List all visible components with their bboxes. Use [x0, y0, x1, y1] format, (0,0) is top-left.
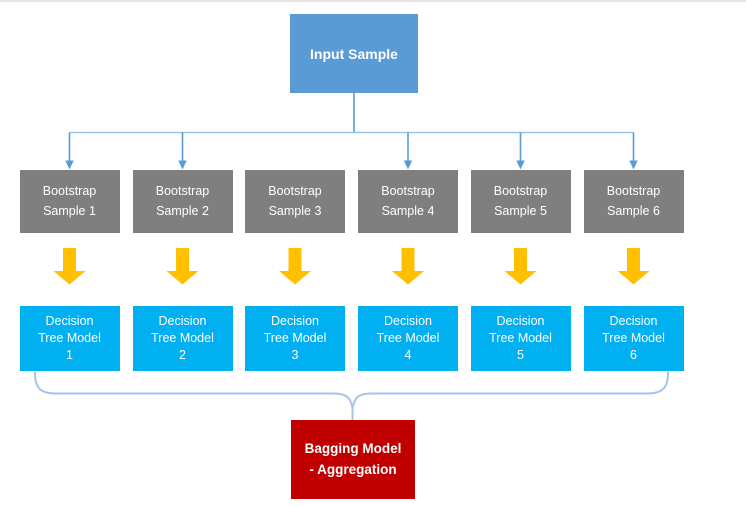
bootstrap-sample-label: Bootstrap Sample 1 [42, 184, 97, 218]
brace-icon [34, 371, 669, 421]
input-sample-box: Input Sample [290, 14, 418, 93]
down-arrow-icon-4 [392, 248, 424, 285]
decision-tree-label: Decision Tree Model 6 [602, 314, 665, 362]
decision-tree-label: Decision Tree Model 4 [376, 314, 440, 362]
down-arrow-icon-2 [166, 248, 199, 285]
bootstrap-sample-box-6: Bootstrap Sample 6 [583, 170, 684, 233]
down-arrow-icon-5 [504, 248, 537, 285]
decision-tree-label: Decision Tree Model 3 [263, 314, 327, 362]
decision-tree-box-6: Decision Tree Model 6 [583, 306, 684, 371]
down-arrow-icon-1 [53, 248, 86, 285]
decision-tree-box-1: Decision Tree Model 1 [19, 306, 120, 371]
drop-arrowhead-icon-6 [628, 131, 639, 171]
bootstrap-sample-box-5: Bootstrap Sample 5 [470, 170, 571, 233]
down-arrow-icon-6 [617, 248, 650, 285]
decision-tree-box-4: Decision Tree Model 4 [358, 306, 458, 371]
decision-tree-label: Decision Tree Model 5 [489, 314, 552, 362]
drop-arrowhead-icon-4 [402, 131, 414, 171]
decision-tree-label: Decision Tree Model 1 [38, 314, 101, 362]
bootstrap-sample-label: Bootstrap Sample 2 [155, 184, 210, 218]
decision-tree-box-2: Decision Tree Model 2 [132, 306, 233, 371]
decision-tree-box-3: Decision Tree Model 3 [245, 306, 345, 371]
bootstrap-sample-label: Bootstrap Sample 5 [493, 184, 548, 218]
drop-arrowhead-icon-1 [64, 131, 75, 171]
input-sample-label: Input Sample [310, 45, 398, 62]
bootstrap-sample-box-1: Bootstrap Sample 1 [19, 170, 120, 233]
bootstrap-sample-label: Bootstrap Sample 3 [268, 184, 322, 218]
bootstrap-sample-box-4: Bootstrap Sample 4 [358, 170, 458, 233]
drop-arrowhead-icon-5 [515, 131, 526, 171]
decision-tree-box-5: Decision Tree Model 5 [470, 306, 571, 371]
aggregation-box: Bagging Model - Aggregation [291, 420, 415, 499]
bootstrap-sample-box-3: Bootstrap Sample 3 [245, 170, 345, 233]
bootstrap-sample-box-2: Bootstrap Sample 2 [132, 170, 233, 233]
aggregation-label: Bagging Model - Aggregation [304, 441, 402, 477]
bootstrap-sample-label: Bootstrap Sample 4 [381, 184, 435, 218]
decision-tree-label: Decision Tree Model 2 [151, 314, 214, 362]
down-arrow-icon-3 [279, 248, 311, 285]
bootstrap-sample-label: Bootstrap Sample 6 [606, 184, 661, 218]
top-border-line [0, 0, 746, 2]
drop-arrowhead-icon-2 [177, 131, 188, 171]
